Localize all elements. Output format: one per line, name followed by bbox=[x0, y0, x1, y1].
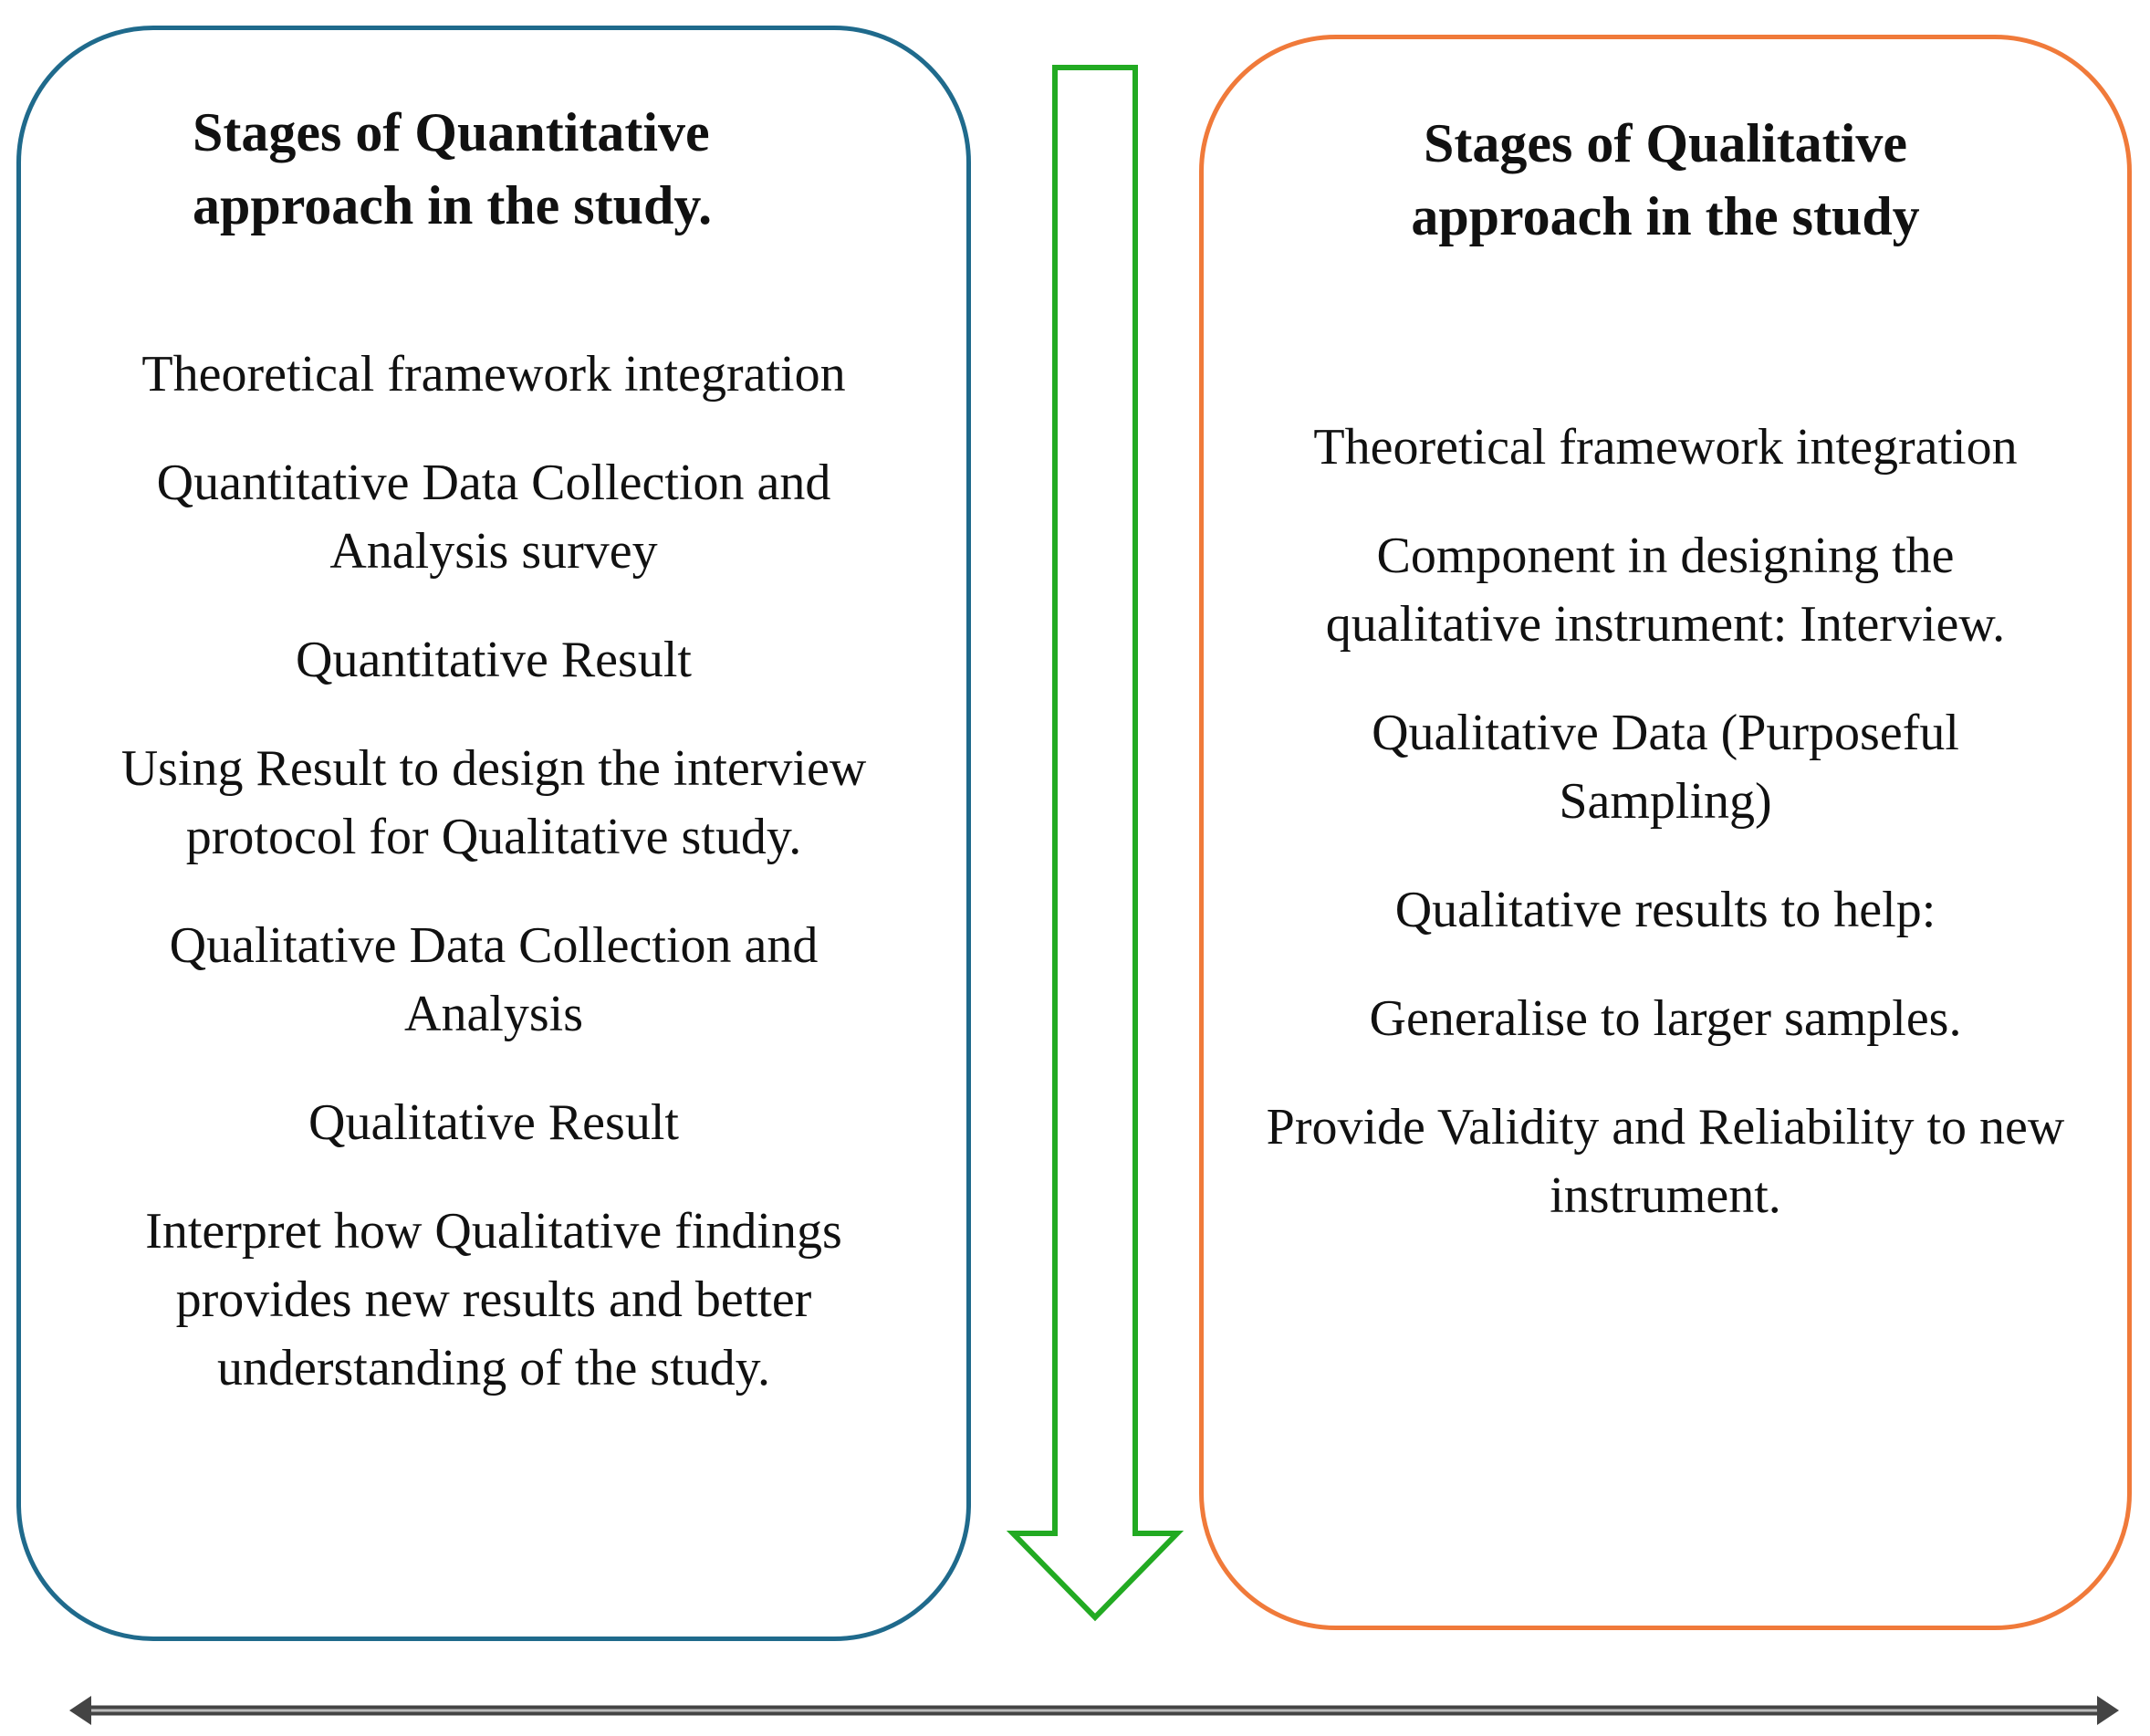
quantitative-stage-item: Quantitative Result bbox=[296, 632, 692, 688]
quantitative-title-line-1: Stages of Quantitative bbox=[193, 102, 710, 162]
quantitative-panel-title: Stages of Quantitative approach in the s… bbox=[21, 96, 966, 242]
quantitative-stage-item: Using Result to design the interview pro… bbox=[120, 740, 867, 865]
quantitative-stage-item: Qualitative Result bbox=[308, 1094, 679, 1151]
qualitative-panel-title: Stages of Qualitative approach in the st… bbox=[1204, 107, 2127, 253]
quantitative-stages-panel: Stages of Quantitative approach in the s… bbox=[16, 26, 971, 1641]
qualitative-stage-item: Theoretical framework integration bbox=[1313, 419, 2018, 476]
sequence-down-arrow bbox=[1006, 65, 1185, 1622]
quantitative-stage-item: Quantitative Data Collection and Analysi… bbox=[156, 455, 831, 580]
quantitative-stage-item: Qualitative Data Collection and Analysis bbox=[169, 917, 819, 1042]
quantitative-stage-list: Theoretical framework integration Quanti… bbox=[21, 340, 966, 1443]
qualitative-stages-panel: Stages of Qualitative approach in the st… bbox=[1199, 35, 2132, 1630]
qualitative-stage-list: Theoretical framework integration Compon… bbox=[1204, 413, 2127, 1271]
qualitative-stage-item: Provide Validity and Reliability to new … bbox=[1266, 1099, 2065, 1224]
double-arrow-left-head bbox=[69, 1696, 91, 1725]
qualitative-stage-item: Component in designing the qualitative i… bbox=[1325, 528, 2006, 653]
quantitative-stage-item: Interpret how Qualitative findings provi… bbox=[145, 1203, 842, 1396]
quantitative-stage-item: Theoretical framework integration bbox=[141, 346, 846, 403]
qualitative-stage-item: Qualitative Data (Purposeful Sampling) bbox=[1372, 705, 1959, 830]
double-arrow-right-head bbox=[2097, 1696, 2119, 1725]
qualitative-stage-item: Generalise to larger samples. bbox=[1369, 990, 1962, 1047]
bottom-double-arrow bbox=[69, 1696, 2119, 1725]
qualitative-title-line-2: approach in the study bbox=[1411, 186, 1920, 246]
quantitative-title-line-2: approach in the study. bbox=[193, 175, 713, 235]
qualitative-stage-item: Qualitative results to help: bbox=[1394, 882, 1936, 938]
qualitative-title-line-1: Stages of Qualitative bbox=[1424, 113, 1907, 173]
